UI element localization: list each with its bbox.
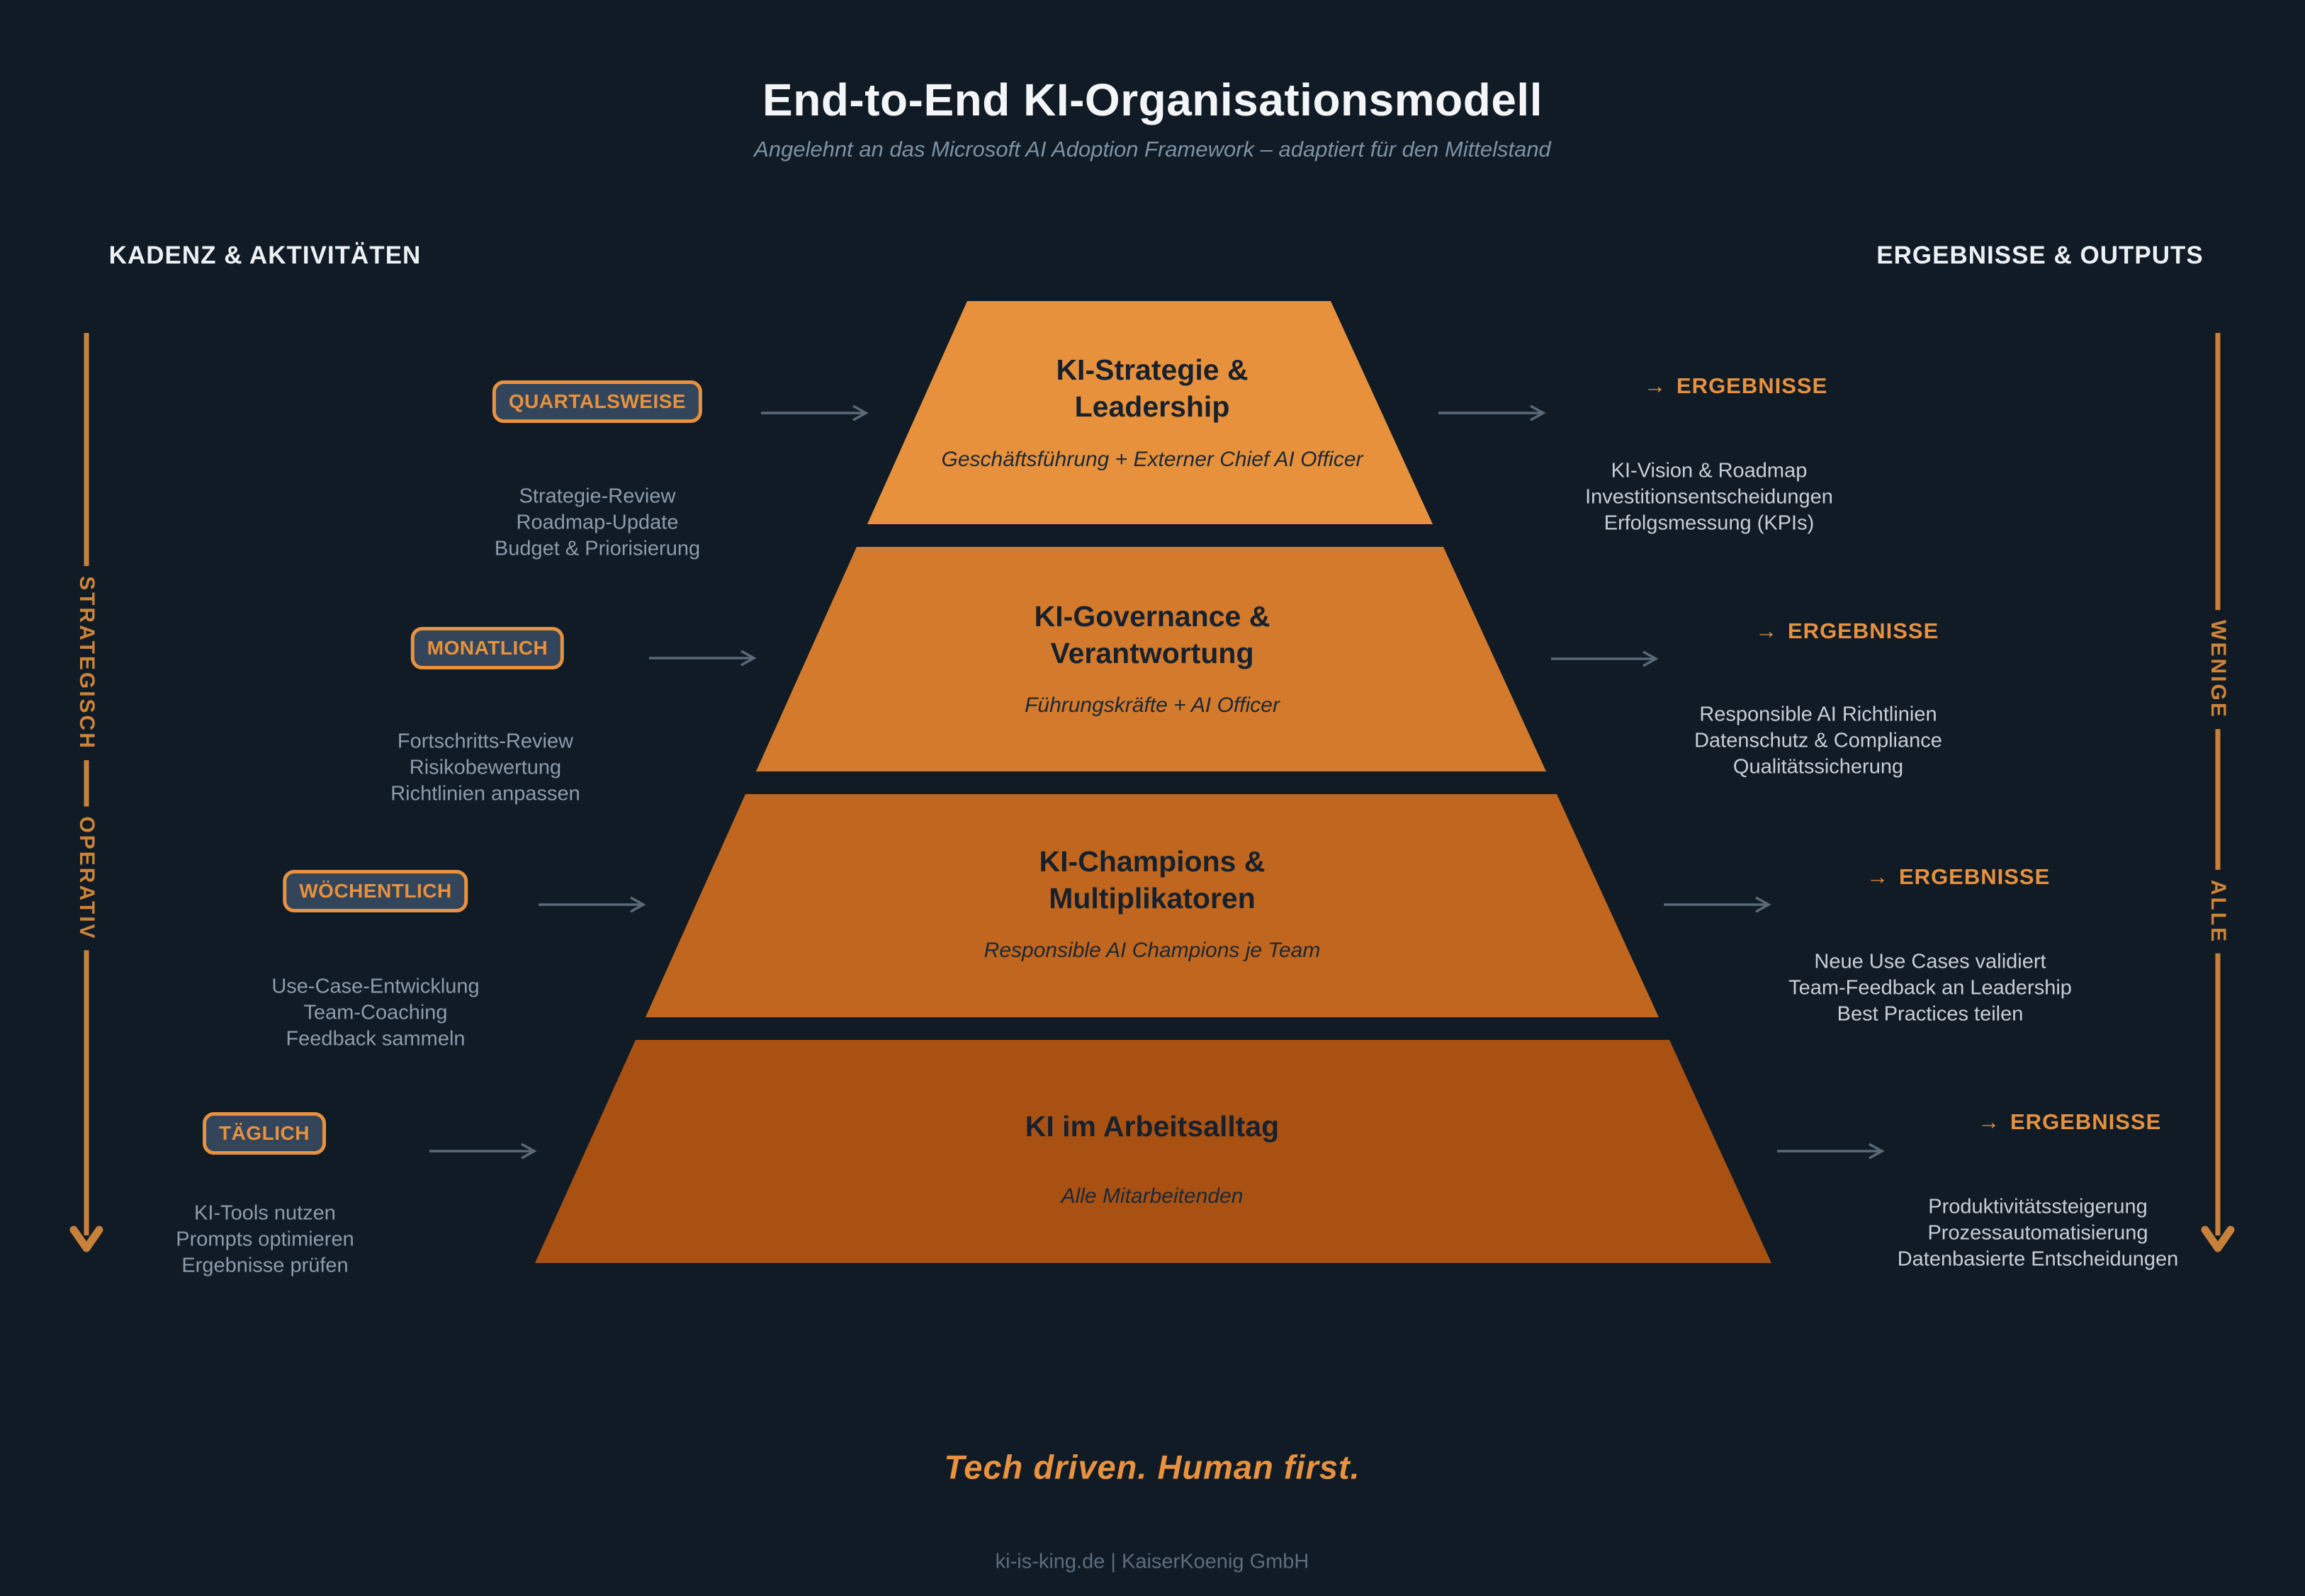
level-title-line: KI-Strategie & <box>1056 353 1249 386</box>
level-title-4: KI im Arbeitsalltag <box>1025 1108 1279 1145</box>
result-item: Datenschutz & Compliance <box>1694 729 1942 752</box>
activity-item: Use-Case-Entwicklung <box>271 975 480 998</box>
activities-list-level-4: KI-Tools nutzen Prompts optimieren Ergeb… <box>176 1201 354 1279</box>
footer-tagline: Tech driven. Human first. <box>944 1448 1360 1486</box>
activity-item: Prompts optimieren <box>176 1228 354 1251</box>
result-item: Investitionsentscheidungen <box>1585 485 1833 509</box>
results-label-3: → ERGEBNISSE <box>1866 864 2050 890</box>
activity-item: Feedback sammeln <box>286 1027 466 1051</box>
level-title-1: KI-Strategie & Leadership <box>1056 351 1248 425</box>
axis-label-strategisch: STRATEGISCH <box>72 566 101 760</box>
arrow-right-icon: → <box>1755 618 1778 643</box>
activity-item: Roadmap-Update <box>516 511 679 534</box>
results-label-4: → ERGEBNISSE <box>1978 1109 2161 1135</box>
results-label-1: → ERGEBNISSE <box>1644 373 1827 399</box>
level-subtitle-3: Responsible AI Champions je Team <box>984 939 1321 962</box>
axis-label-wenige: WENIGE <box>2203 610 2233 729</box>
activities-list-level-2: Fortschritts-Review Risikobewertung Rich… <box>390 729 580 808</box>
arrow-right-icon: → <box>1978 1109 2000 1134</box>
column-header-right: ERGEBNISSE & OUTPUTS <box>1876 242 2204 269</box>
results-list-level-2: Responsible AI Richtlinien Datenschutz &… <box>1694 702 1942 781</box>
cadence-badge-taeglich: TÄGLICH <box>203 1112 326 1155</box>
footer-credit: ki-is-king.de | KaiserKoenig GmbH <box>995 1550 1309 1573</box>
results-list-level-3: Neue Use Cases validiert Team-Feedback a… <box>1788 949 2072 1028</box>
results-label-text: ERGEBNISSE <box>2010 1109 2162 1134</box>
results-label-2: → ERGEBNISSE <box>1755 618 1939 644</box>
result-item: Prozessautomatisierung <box>1927 1221 2148 1245</box>
level-title-3: KI-Champions & Multiplikatoren <box>1039 843 1266 917</box>
level-title-line: KI-Governance & <box>1034 600 1270 633</box>
column-header-left: KADENZ & AKTIVITÄTEN <box>108 242 422 269</box>
activity-item: Richtlinien anpassen <box>390 782 580 805</box>
result-item: Best Practices teilen <box>1837 1002 2024 1026</box>
pyramid-level-4 <box>535 1040 1771 1263</box>
result-item: Produktivitätssteigerung <box>1928 1195 2148 1218</box>
level-title-line: Multiplikatoren <box>1049 882 1256 915</box>
result-item: Erfolgsmessung (KPIs) <box>1604 511 1815 535</box>
result-item: Neue Use Cases validiert <box>1814 950 2046 973</box>
cadence-badge-woechentlich: WÖCHENTLICH <box>283 870 468 912</box>
activity-item: Ergebnisse prüfen <box>181 1254 349 1277</box>
level-title-2: KI-Governance & Verantwortung <box>1035 598 1270 672</box>
results-label-text: ERGEBNISSE <box>1899 864 2051 889</box>
cadence-badge-quartalsweise: QUARTALSWEISE <box>492 380 703 423</box>
results-list-level-4: Produktivitätssteigerung Prozessautomati… <box>1898 1194 2179 1273</box>
level-title-line: KI-Champions & <box>1039 845 1266 878</box>
activity-item: Risikobewertung <box>409 756 562 779</box>
activities-list-level-3: Use-Case-Entwicklung Team-Coaching Feedb… <box>271 974 479 1053</box>
axis-label-alle: ALLE <box>2203 869 2233 954</box>
level-subtitle-4: Alle Mitarbeitenden <box>1061 1184 1244 1208</box>
result-item: KI-Vision & Roadmap <box>1611 459 1808 482</box>
cadence-badge-monatlich: MONATLICH <box>410 627 565 669</box>
pyramid-level-1 <box>867 301 1433 524</box>
result-item: Datenbasierte Entscheidungen <box>1897 1247 2179 1271</box>
level-title-line: Leadership <box>1074 390 1230 423</box>
results-list-level-1: KI-Vision & Roadmap Investitionsentschei… <box>1585 458 1833 537</box>
axis-arrow-left-head <box>69 1226 103 1252</box>
activity-item: Strategie-Review <box>519 485 676 508</box>
result-item: Qualitätssicherung <box>1732 755 1904 779</box>
axis-label-operativ: OPERATIV <box>72 806 101 951</box>
results-label-text: ERGEBNISSE <box>1788 618 1939 643</box>
activity-item: Budget & Priorisierung <box>494 537 701 560</box>
activity-item: Fortschritts-Review <box>397 730 574 753</box>
results-label-text: ERGEBNISSE <box>1676 373 1828 398</box>
page-title: End-to-End KI-Organisationsmodell <box>762 74 1543 125</box>
activity-item: Team-Coaching <box>303 1001 448 1024</box>
level-title-line: KI im Arbeitsalltag <box>1025 1110 1280 1143</box>
page-subtitle: Angelehnt an das Microsoft AI Adoption F… <box>754 137 1551 162</box>
arrow-right-icon: → <box>1644 373 1667 398</box>
result-item: Responsible AI Richtlinien <box>1699 703 1937 726</box>
result-item: Team-Feedback an Leadership <box>1788 976 2072 1000</box>
activity-item: KI-Tools nutzen <box>194 1201 336 1225</box>
pyramid-level-3 <box>646 794 1659 1017</box>
level-subtitle-2: Führungskräfte + AI Officer <box>1025 694 1280 717</box>
level-title-line: Verantwortung <box>1050 637 1254 669</box>
arrow-right-icon: → <box>1866 864 1889 889</box>
activities-list-level-1: Strategie-Review Roadmap-Update Budget &… <box>495 484 700 562</box>
pyramid-level-2 <box>756 547 1546 771</box>
level-subtitle-1: Geschäftsführung + Externer Chief AI Off… <box>941 448 1363 471</box>
axis-arrow-right-head <box>2201 1226 2235 1252</box>
